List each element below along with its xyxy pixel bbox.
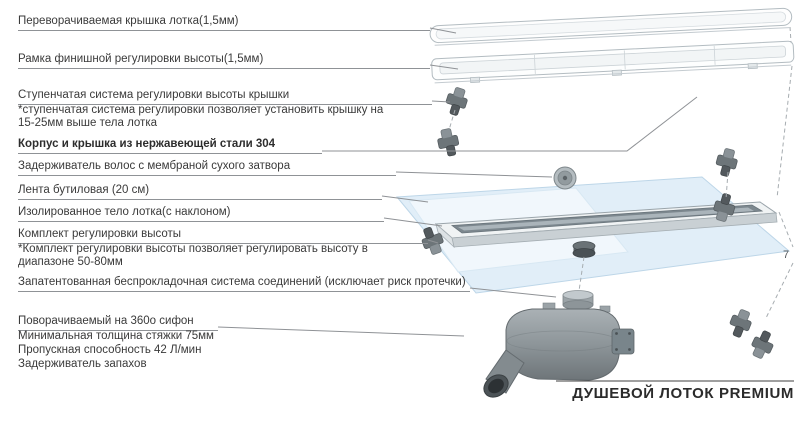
callout-height-kit-label: Комплект регулировки высоты [18,228,182,240]
callout-siphon: Поворачиваемый на 360o сифон [18,313,218,331]
callout-height-kit-note-1: *Комплект регулировки высоты позволяет р… [18,243,368,255]
dimension-mark: 7 [783,249,790,261]
callout-butyl-tape: Лента бутиловая (20 см) [18,182,382,200]
adjustable-foot [435,126,462,159]
callout-height-kit-note-2: диапазоне 50-80мм [18,256,123,268]
callout-insulated-body: Изолированное тело лотка(с наклоном) [18,204,384,222]
drain-channel [434,201,778,249]
adjustable-foot [725,306,756,341]
leader-lines [217,27,698,337]
callout-stainless-steel: Корпус и крышка из нержавеющей стали 304 [18,136,322,154]
adjustable-foot [747,327,778,362]
product-title: ДУШЕВОЙ ЛОТОК PREMIUM [572,385,794,402]
callout-flip-cover-label: Переворачиваемая крышка лотка(1,5мм) [18,15,239,27]
siphon [483,290,635,398]
callout-siphon-label: Поворачиваемый на 360o сифон [18,315,194,327]
spec-odor-trap: Задерживатель запахов [18,358,147,370]
spec-flow-capacity: Пропускная способность 42 Л/мин [18,344,202,356]
callout-step-system-note-2: 15-25мм выше тела лотка [18,117,157,129]
callout-step-system: Ступенчатая система регулировки высоты к… [18,87,432,105]
callout-stainless-steel-label: Корпус и крышка из нержавеющей стали 304 [18,138,276,150]
callout-height-kit: Комплект регулировки высоты [18,226,428,244]
spec-screed-thickness: Минимальная толщина стяжки 75мм [18,330,214,342]
callout-finish-frame: Рамка финишной регулировки высоты(1,5мм) [18,51,430,69]
callout-hair-catcher: Задерживатель волос с мембраной сухого з… [18,158,396,176]
hair-catcher-icon [553,166,577,190]
dashed-guides [448,26,794,319]
callout-hair-catcher-label: Задерживатель волос с мембраной сухого з… [18,160,291,172]
cover-plate [429,7,793,46]
drain-outlet-flange [572,241,596,258]
callout-step-system-label: Ступенчатая система регулировки высоты к… [18,89,290,101]
callout-insulated-body-label: Изолированное тело лотка(с наклоном) [18,206,231,218]
callout-flip-cover: Переворачиваемая крышка лотка(1,5мм) [18,13,430,31]
callout-gasketless-system-label: Запатентованная беспрокладочная система … [18,276,466,288]
callout-butyl-tape-label: Лента бутиловая (20 см) [18,184,150,196]
callout-gasketless-system: Запатентованная беспрокладочная система … [18,274,470,292]
adjustable-foot [713,146,741,179]
callout-finish-frame-label: Рамка финишной регулировки высоты(1,5мм) [18,53,264,65]
callout-step-system-note-1: *ступенчатая система регулировки позволя… [18,104,384,116]
finish-frame [431,40,795,84]
